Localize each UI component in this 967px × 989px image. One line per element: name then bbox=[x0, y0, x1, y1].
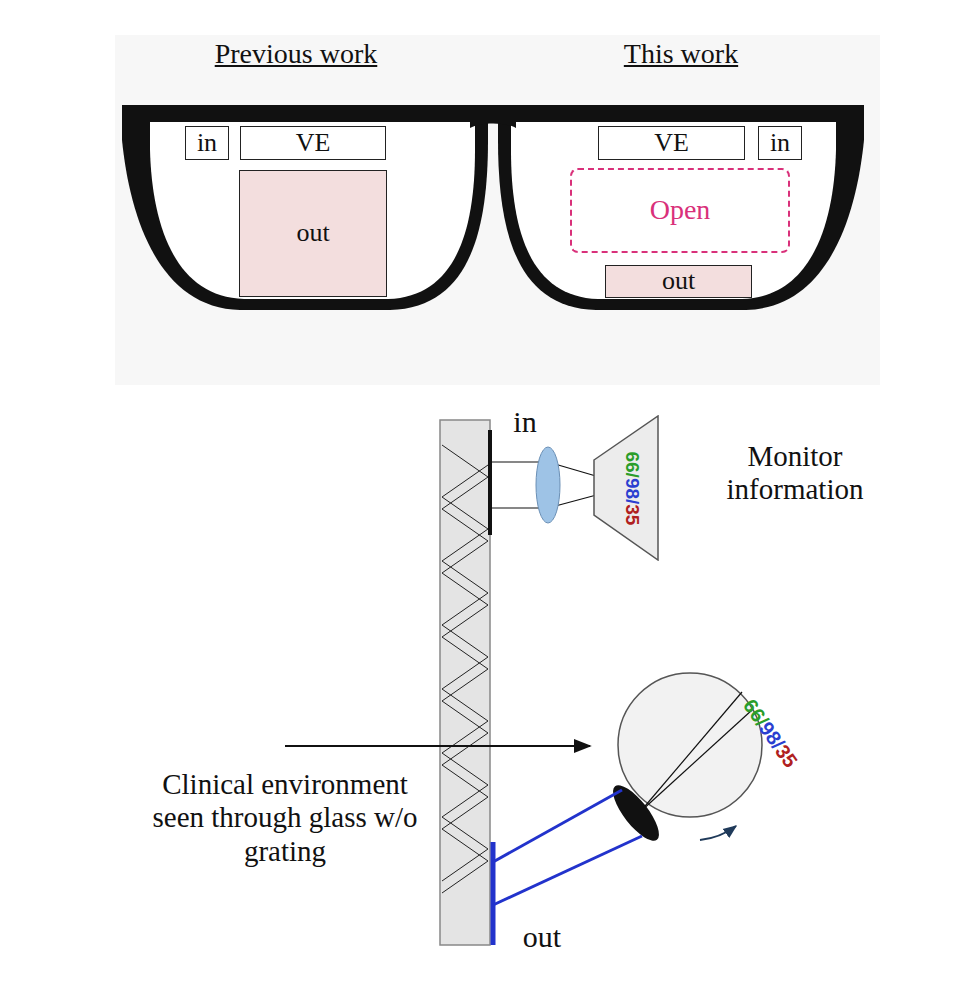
in-grating bbox=[488, 430, 492, 535]
source-label: Monitor information bbox=[700, 440, 890, 507]
glasses-frame bbox=[122, 105, 864, 310]
value-part: 35 bbox=[622, 504, 643, 525]
box-label: Open bbox=[650, 195, 711, 226]
virtual-expander-box: VE bbox=[598, 126, 745, 160]
lens bbox=[536, 447, 560, 523]
input-box: in bbox=[758, 126, 802, 160]
monitor-value: 66/98/35 bbox=[622, 451, 643, 525]
box-label: VE bbox=[296, 129, 331, 158]
reflected-ray bbox=[442, 445, 488, 893]
output-rays bbox=[493, 790, 642, 905]
view-arrow bbox=[285, 745, 590, 747]
value-part: 66/ bbox=[622, 451, 643, 477]
glass-waveguide bbox=[440, 420, 490, 945]
virtual-expander-box: VE bbox=[240, 126, 386, 160]
output-box: out bbox=[239, 170, 387, 297]
reflected-ray bbox=[442, 465, 488, 881]
environment-label: Clinical environment seen through glass … bbox=[150, 768, 420, 868]
eye bbox=[606, 673, 762, 847]
grating-label: out bbox=[512, 920, 572, 955]
panel-title: Previous work bbox=[166, 38, 426, 70]
open-region: Open bbox=[570, 168, 790, 253]
box-label: out bbox=[296, 219, 329, 248]
output-box: out bbox=[605, 265, 752, 298]
value-part: 98/ bbox=[622, 477, 643, 503]
panel-title: This work bbox=[571, 38, 791, 70]
box-label: in bbox=[197, 129, 217, 158]
monitor-display: 66/98/35 bbox=[593, 415, 659, 561]
input-box: in bbox=[185, 126, 229, 160]
eye-rotation-arrow bbox=[700, 826, 736, 840]
grating-label: in bbox=[500, 405, 550, 440]
out-grating bbox=[491, 842, 496, 945]
box-label: in bbox=[770, 129, 790, 158]
box-label: VE bbox=[654, 129, 689, 158]
total-internal-reflection-rays bbox=[442, 445, 488, 893]
panel-ground bbox=[115, 35, 880, 385]
box-label: out bbox=[662, 267, 695, 296]
